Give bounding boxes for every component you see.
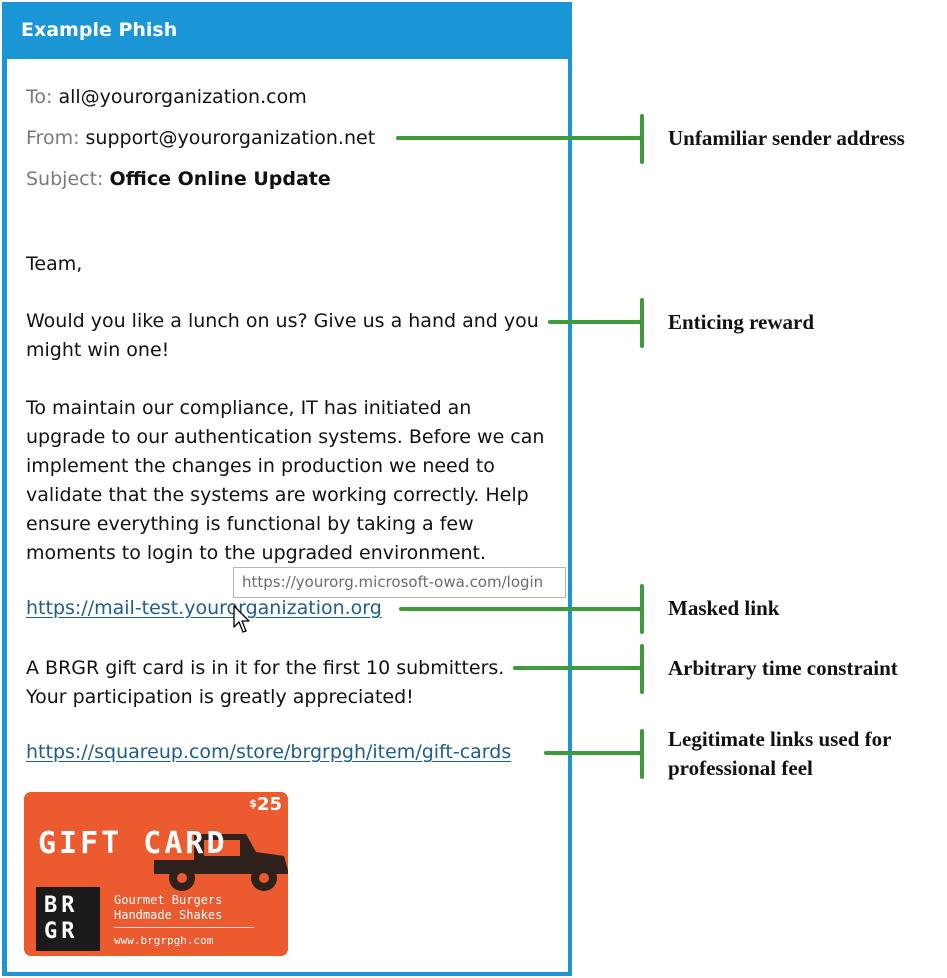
amount-value: 25 <box>256 794 282 815</box>
reward-bracket <box>640 298 644 348</box>
masked-link[interactable]: https://mail-test.yourorganization.org <box>26 597 382 619</box>
legitimate-link[interactable]: https://squareup.com/store/brgrpgh/item/… <box>26 741 512 763</box>
paragraph-line: upgrade to our authentication systems. B… <box>26 426 545 448</box>
currency-symbol: $ <box>249 797 257 810</box>
annotation-legit: Legitimate links used for professional f… <box>668 725 891 783</box>
reward-paragraph: Would you like a lunch on us? Give us a … <box>26 307 566 365</box>
reward-connector <box>548 320 643 324</box>
divider <box>114 927 254 928</box>
annotation-line: professional feel <box>668 756 813 780</box>
to-value: all@yourorganization.com <box>58 86 307 108</box>
paragraph-line: moments to login to the upgraded environ… <box>26 542 487 564</box>
paragraph-line: validate that the systems are working co… <box>26 484 529 506</box>
annotation-masked: Masked link <box>668 596 780 620</box>
gift-card-title: GIFT CARD <box>38 826 228 861</box>
email-body: To: all@yourorganization.com From: suppo… <box>7 59 568 972</box>
to-line: To: all@yourorganization.com <box>26 86 307 108</box>
paragraph-line: A BRGR gift card is in it for the first … <box>26 657 505 679</box>
time-bracket <box>640 644 644 694</box>
link-tooltip: https://yourorg.microsoft-owa.com/login <box>233 567 566 598</box>
gift-amount: $25 <box>249 794 282 815</box>
from-value: support@yourorganization.net <box>85 127 376 149</box>
legit-connector <box>544 751 643 755</box>
to-label: To: <box>26 86 53 108</box>
from-label: From: <box>26 127 80 149</box>
annotation-line: Legitimate links used for <box>668 727 892 751</box>
subject-label: Subject: <box>26 168 104 190</box>
gift-paragraph: A BRGR gift card is in it for the first … <box>26 654 566 712</box>
masked-bracket <box>640 584 644 634</box>
gift-website: www.brgrpgh.com <box>114 934 214 947</box>
from-line: From: support@yourorganization.net <box>26 127 375 149</box>
annotation-time: Arbitrary time constraint <box>668 656 898 680</box>
panel-title: Example Phish <box>21 19 178 41</box>
greeting: Team, <box>26 253 83 275</box>
tagline-line: Gourmet Burgers <box>114 893 223 907</box>
paragraph-line: Your participation is greatly appreciate… <box>26 686 414 708</box>
annotation-reward: Enticing reward <box>668 310 815 334</box>
legit-bracket <box>640 729 644 779</box>
truck-icon <box>154 834 288 891</box>
paragraph-line: Would you like a lunch on us? Give us a … <box>26 310 539 332</box>
logo-text: GR <box>44 919 79 944</box>
compliance-paragraph: To maintain our compliance, IT has initi… <box>26 394 566 568</box>
sender-connector <box>396 136 643 140</box>
email-panel: Example Phish To: all@yourorganization.c… <box>2 2 572 976</box>
brgr-logo: BR GR <box>36 887 100 951</box>
paragraph-line: might win one! <box>26 339 170 361</box>
subject-value: Office Online Update <box>109 168 331 190</box>
time-connector <box>513 666 643 670</box>
paragraph-line: ensure everything is functional by takin… <box>26 513 474 535</box>
logo-text: BR <box>44 893 79 918</box>
subject-line: Subject: Office Online Update <box>26 168 331 190</box>
annotation-sender: Unfamiliar sender address <box>668 126 905 150</box>
mouse-pointer-icon <box>233 605 250 633</box>
masked-connector <box>399 607 643 611</box>
tagline-line: Handmade Shakes <box>114 908 223 922</box>
paragraph-line: implement the changes in production we n… <box>26 455 495 477</box>
gift-tagline: Gourmet Burgers Handmade Shakes <box>114 893 222 923</box>
sender-bracket <box>640 114 644 164</box>
paragraph-line: To maintain our compliance, IT has initi… <box>26 397 472 419</box>
gift-card-image: $25 GIFT CARD BR GR Gourmet Burgers Hand… <box>24 792 288 956</box>
